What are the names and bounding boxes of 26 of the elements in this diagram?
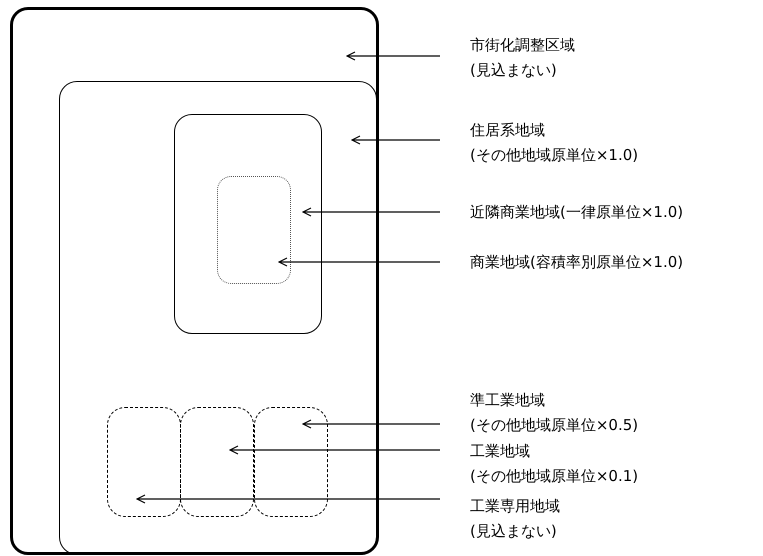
zone-label: 工業専用地域 (470, 496, 560, 517)
zone-outline (10, 7, 379, 555)
leader-arrow (278, 257, 440, 267)
zone-outline (254, 407, 328, 518)
leader-arrow (351, 135, 440, 145)
zone-outline (217, 176, 292, 284)
zone-label: 市街化調整区域 (470, 35, 575, 56)
zone-label: 商業地域(容積率別原単位×1.0) (470, 252, 684, 273)
zone-outline (107, 407, 182, 518)
zone-label: (見込まない) (470, 60, 557, 81)
zone-outline (174, 114, 322, 334)
leader-arrow (302, 419, 440, 429)
zone-label: (その他地域原単位×0.5) (470, 415, 638, 436)
zone-outline (180, 407, 254, 518)
zone-label: (その他地域原単位×0.1) (470, 466, 638, 487)
zone-label: 住居系地域 (470, 120, 545, 141)
zone-label: 近隣商業地域(一律原単位×1.0) (470, 202, 684, 223)
leader-arrow (346, 51, 440, 61)
zone-label: (見込まない) (470, 521, 557, 542)
leader-arrow (302, 207, 440, 217)
zone-label: (その他地域原単位×1.0) (470, 145, 638, 166)
leader-arrow (229, 445, 440, 455)
leader-arrow (136, 494, 440, 504)
zone-label: 工業地域 (470, 441, 530, 462)
zone-label: 準工業地域 (470, 390, 545, 411)
zone-outline (59, 81, 377, 555)
